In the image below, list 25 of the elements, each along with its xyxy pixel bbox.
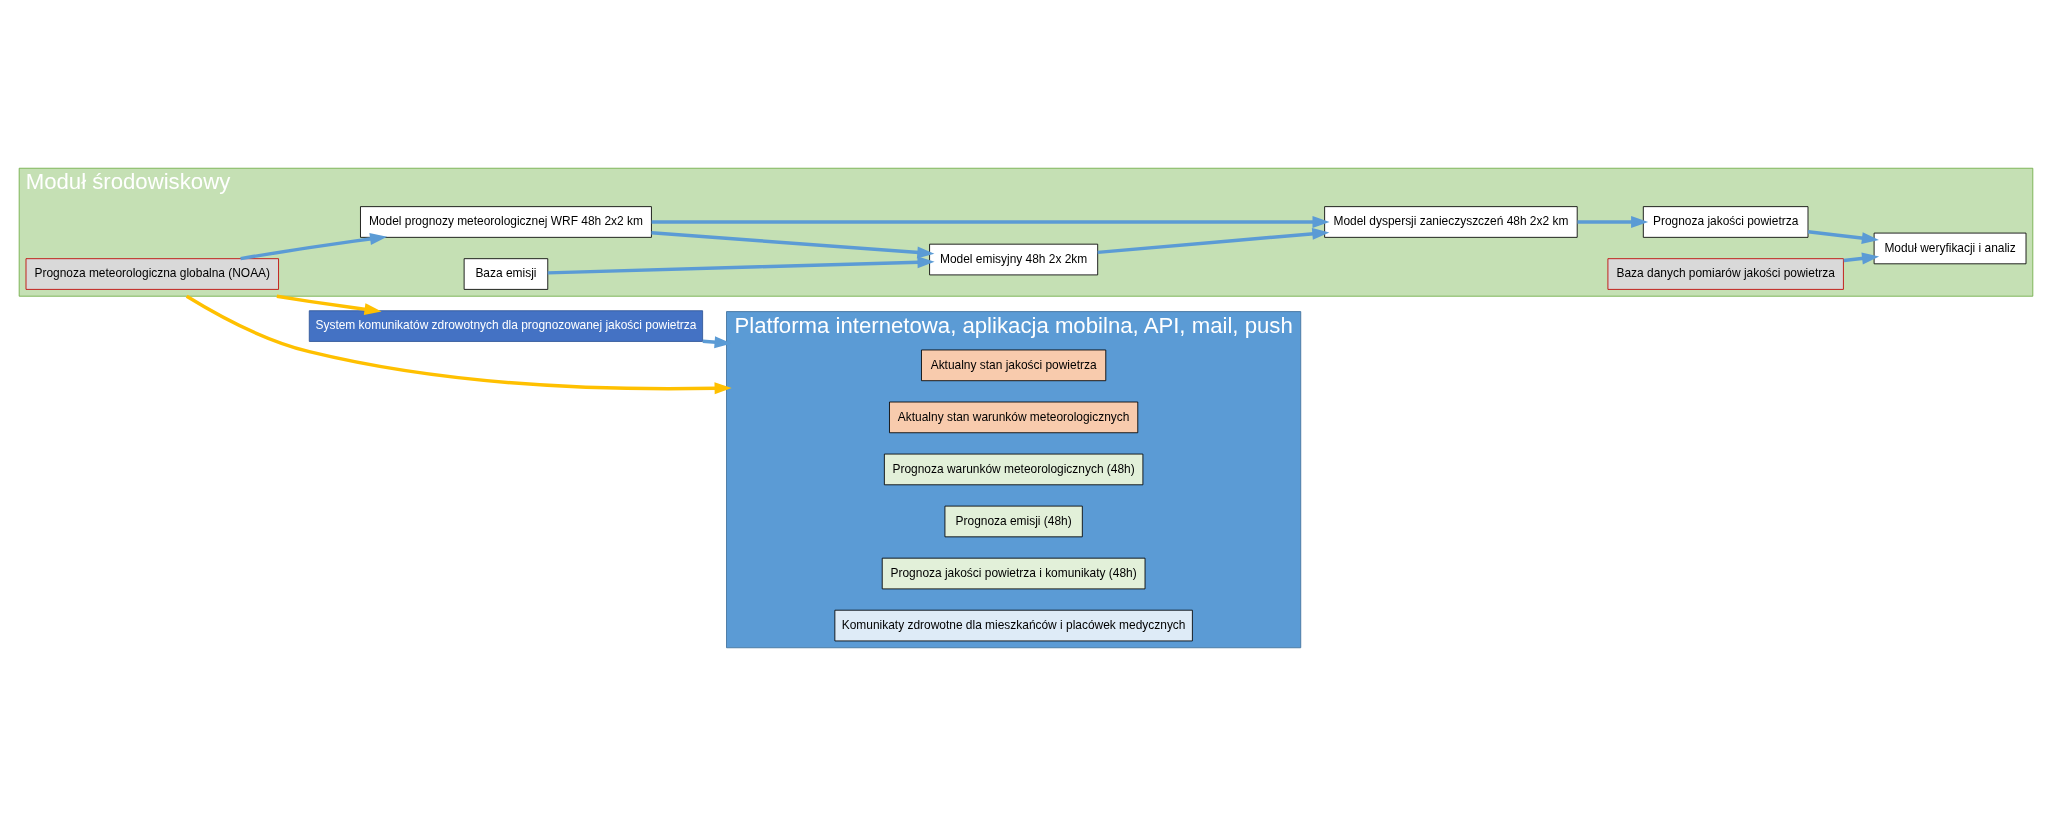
node-box: Komunikaty zdrowotne dla mieszkańców i placówek medycznych (834, 609, 1193, 641)
arrow (1577, 215, 1649, 228)
arrow (240, 232, 388, 260)
node-box: Prognoza emisji (48h) (944, 505, 1083, 537)
node-box: Baza emisji (463, 257, 549, 290)
node-box: Prognoza jakości powietrza i komunikaty (48h) (881, 557, 1146, 589)
node-box: Prognoza jakości powietrza (1642, 205, 1809, 238)
arrow (185, 294, 732, 394)
node-box: Prognoza meteorologiczna globalna (NOAA) (25, 257, 279, 290)
node-box: Aktualny stan warunków meteorologicznych (889, 401, 1139, 433)
arrow (276, 294, 382, 315)
arrow (1843, 252, 1880, 264)
node-box: Model dyspersji zanieczyszczeń 48h 2x2 km (1324, 205, 1578, 238)
node-box: Baza danych pomiarów jakości powietrza (1607, 257, 1844, 290)
arrow (1807, 229, 1879, 244)
node-box: Aktualny stan jakości powietrza (921, 349, 1107, 381)
arrow (547, 255, 935, 275)
node-box: Moduł weryfikacji i analiz (1873, 232, 2027, 264)
arrow (1097, 227, 1330, 254)
arrow (651, 230, 935, 258)
node-box: Model emisyjny 48h 2x 2km (929, 243, 1099, 275)
arrow (651, 215, 1330, 228)
node-box: System komunikatów zdrowotnych dla prognozowanej jakości powietrza (308, 309, 704, 342)
node-box: Prognoza warunków meteorologicznych (48h) (883, 453, 1144, 485)
node-box: Model prognozy meteorologicznej WRF 48h 2x2 km (360, 205, 652, 238)
